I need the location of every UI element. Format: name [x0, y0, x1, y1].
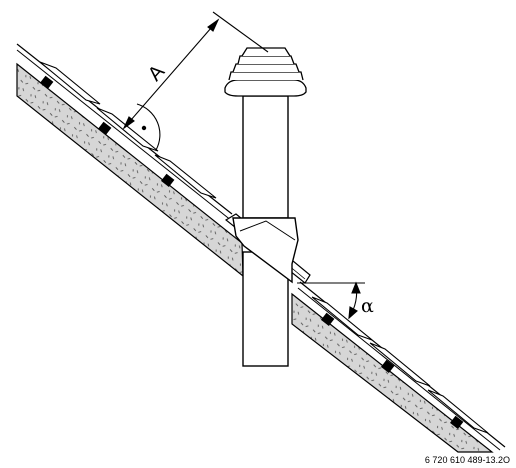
roof-insulation-left: [16, 62, 244, 278]
roof-tile-line-right-lower: [297, 287, 501, 451]
flue-terminal-cap: [224, 47, 307, 97]
dimension-a-arrow-top: [207, 18, 220, 32]
roof-tiles-left: [39, 61, 217, 199]
right-angle-dot: [141, 125, 147, 131]
angle-alpha-arrow-top: [351, 281, 361, 294]
roof-left-section: [16, 43, 244, 278]
dimension-a-extension: [212, 11, 269, 53]
dimension-a-label: A: [144, 60, 170, 85]
angle-alpha-arrow-bottom: [348, 306, 358, 320]
roof-battens-right: [320, 312, 464, 430]
right-angle-mark: [136, 103, 161, 151]
roof-right-section: [291, 281, 506, 453]
roof-battens-left: [39, 75, 175, 188]
roof-insulation-right: [291, 292, 494, 453]
roof-tiles-right: [311, 296, 489, 434]
figure-code: 6 720 610 489-13.2O: [425, 455, 510, 465]
roof-tile-line-left-lower: [16, 49, 233, 222]
dimension-a: [122, 11, 269, 151]
dimension-a-line: [123, 19, 219, 129]
flue-roof-collar: [232, 217, 299, 284]
flue-pipe: [224, 47, 307, 367]
angle-alpha: [297, 281, 365, 320]
dimension-a-arrow-bottom: [122, 116, 135, 130]
angle-alpha-label: α: [361, 295, 374, 317]
flue-pipe-upper: [242, 95, 289, 219]
